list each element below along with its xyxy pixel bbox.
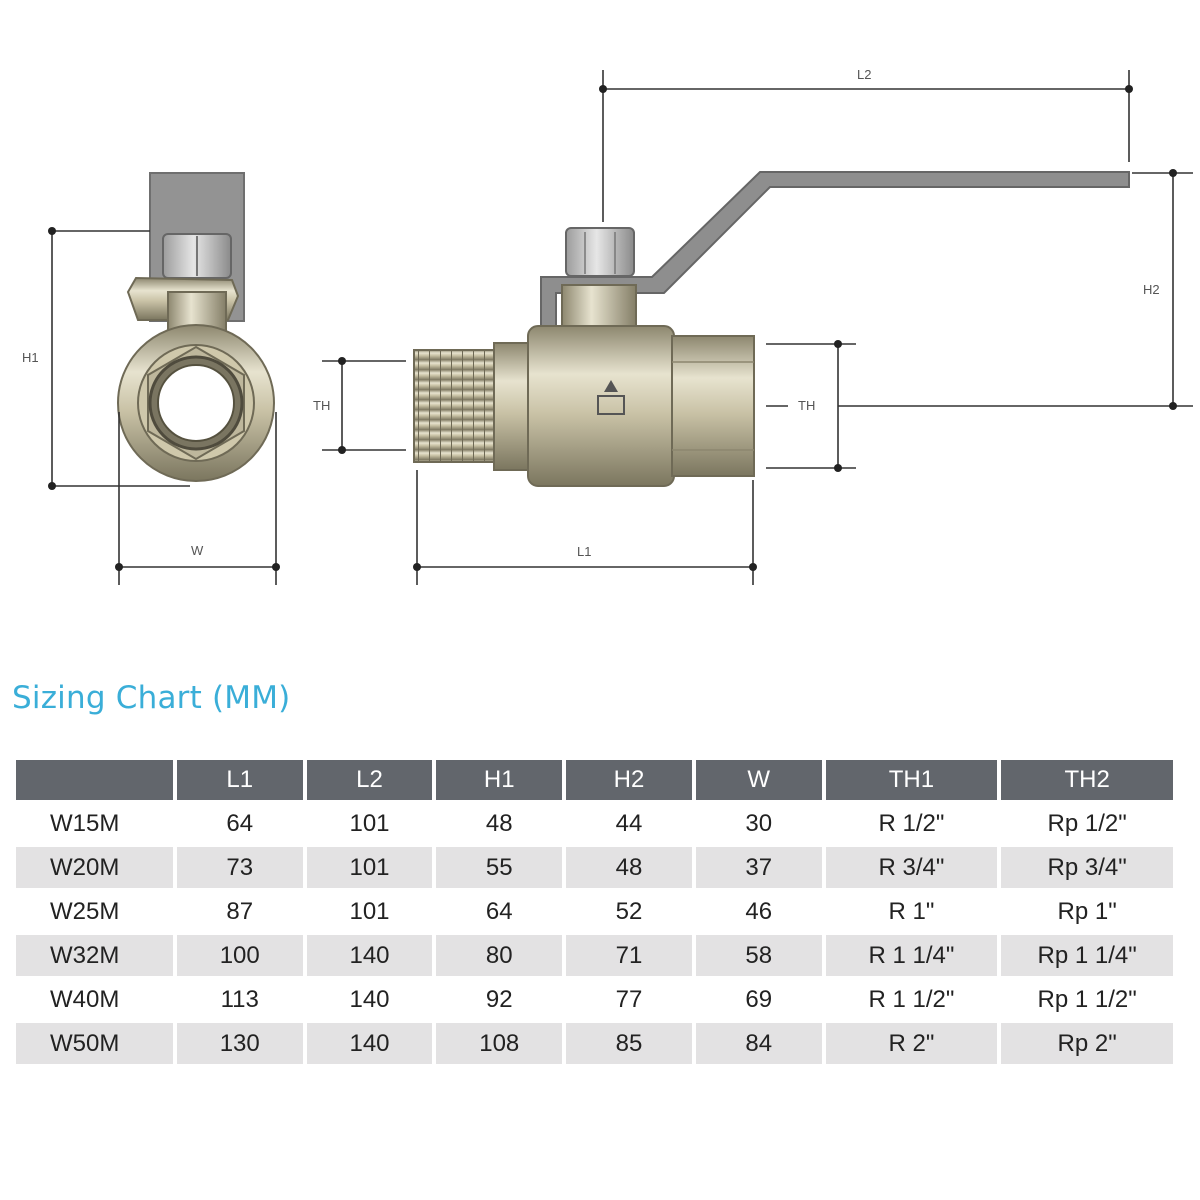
cell-h1: 55	[436, 847, 563, 888]
cell-h1: 80	[436, 935, 563, 976]
h2-label: H2	[1143, 282, 1160, 297]
cell-l2: 101	[349, 897, 390, 925]
cell-l1: 73	[176, 847, 303, 888]
cell-th1: R 1 1/4"	[825, 935, 998, 976]
table-header: L1 L2 H1 H2 W TH1 TH2	[16, 760, 1173, 800]
header-l1: L1	[176, 760, 303, 800]
side-view-male-thread	[413, 349, 501, 463]
cell-model: W15M	[50, 809, 120, 837]
cell-l2: 140	[349, 985, 390, 1013]
cell-th2: Rp 3/4"	[1001, 847, 1173, 888]
th-right-label: TH	[798, 398, 815, 413]
valve-dimension-drawing: H1 W TH	[22, 67, 1193, 585]
cell-h2: 77	[615, 985, 643, 1013]
cell-model: W32M	[16, 935, 173, 976]
cell-th2: Rp 1"	[1057, 897, 1117, 925]
cell-w: 46	[745, 897, 773, 925]
table-row: W50M 130 140 108 85 84 R 2" Rp 2"	[16, 1023, 1173, 1064]
cell-h2: 48	[566, 847, 692, 888]
l2-label: L2	[857, 67, 871, 82]
cell-th1: R 2"	[825, 1023, 998, 1064]
table-row: W32M 100 140 80 71 58 R 1 1/4" Rp 1 1/4"	[16, 935, 1173, 976]
end-view-bore	[157, 364, 235, 442]
header-th1: TH1	[825, 760, 998, 800]
side-view-body	[527, 325, 675, 487]
cell-h2: 44	[615, 809, 643, 837]
cell-l1: 64	[226, 809, 254, 837]
sizing-chart-title: Sizing Chart (MM)	[12, 680, 291, 716]
cell-th2: Rp 1 1/2"	[1037, 985, 1137, 1013]
cell-model: W50M	[16, 1023, 173, 1064]
cell-model: W20M	[16, 847, 173, 888]
h1-label: H1	[22, 350, 39, 365]
cell-w: 58	[695, 935, 822, 976]
header-model	[16, 760, 173, 800]
header-h2: H2	[566, 760, 692, 800]
side-view-stem-nut	[565, 227, 635, 277]
cell-th2: Rp 1 1/4"	[1001, 935, 1173, 976]
cell-l1: 130	[176, 1023, 303, 1064]
cell-w: 69	[745, 985, 773, 1013]
cell-h1: 92	[485, 985, 513, 1013]
cell-model: W40M	[50, 985, 120, 1013]
cell-h2: 52	[615, 897, 643, 925]
cell-th1: R 1 1/2"	[868, 985, 955, 1013]
cell-l2: 101	[306, 847, 433, 888]
cell-h2: 71	[566, 935, 692, 976]
cell-th1: R 1"	[888, 897, 935, 925]
cell-h1: 108	[436, 1023, 563, 1064]
cell-th2: Rp 1/2"	[1047, 809, 1127, 837]
table-row: W40M 113 140 92 77 69 R 1 1/2" Rp 1 1/2"	[16, 979, 1173, 1020]
cell-l2: 101	[349, 809, 390, 837]
cell-h2: 85	[566, 1023, 692, 1064]
cell-h1: 48	[485, 809, 513, 837]
cell-w: 30	[745, 809, 773, 837]
cell-l2: 140	[306, 935, 433, 976]
cell-th2: Rp 2"	[1001, 1023, 1173, 1064]
cell-th1: R 1/2"	[878, 809, 945, 837]
header-l2: L2	[306, 760, 433, 800]
cell-w: 37	[695, 847, 822, 888]
w-label: W	[191, 543, 204, 558]
header-row: L1 L2 H1 H2 W TH1 TH2	[16, 760, 1173, 800]
side-view: TH L1 L2 TH H2	[313, 67, 1193, 585]
end-view: H1 W	[22, 172, 280, 585]
cell-model: W25M	[50, 897, 120, 925]
cell-w: 84	[695, 1023, 822, 1064]
cell-l1: 100	[176, 935, 303, 976]
cell-th1: R 3/4"	[825, 847, 998, 888]
cell-l2: 140	[306, 1023, 433, 1064]
l1-label: L1	[577, 544, 591, 559]
sizing-table: L1 L2 H1 H2 W TH1 TH2 W15M 64 101 48 44 …	[12, 757, 1177, 1067]
th-left-label: TH	[313, 398, 330, 413]
cell-l1: 87	[226, 897, 254, 925]
table-row: W15M 64 101 48 44 30 R 1/2" Rp 1/2"	[16, 803, 1173, 844]
cell-h1: 64	[485, 897, 513, 925]
header-h1: H1	[436, 760, 563, 800]
cell-l1: 113	[220, 985, 259, 1013]
side-view-female-end	[671, 335, 755, 477]
table-row: W20M 73 101 55 48 37 R 3/4" Rp 3/4"	[16, 847, 1173, 888]
header-th2: TH2	[1001, 760, 1173, 800]
table-row: W25M 87 101 64 52 46 R 1" Rp 1"	[16, 891, 1173, 932]
header-w: W	[695, 760, 822, 800]
